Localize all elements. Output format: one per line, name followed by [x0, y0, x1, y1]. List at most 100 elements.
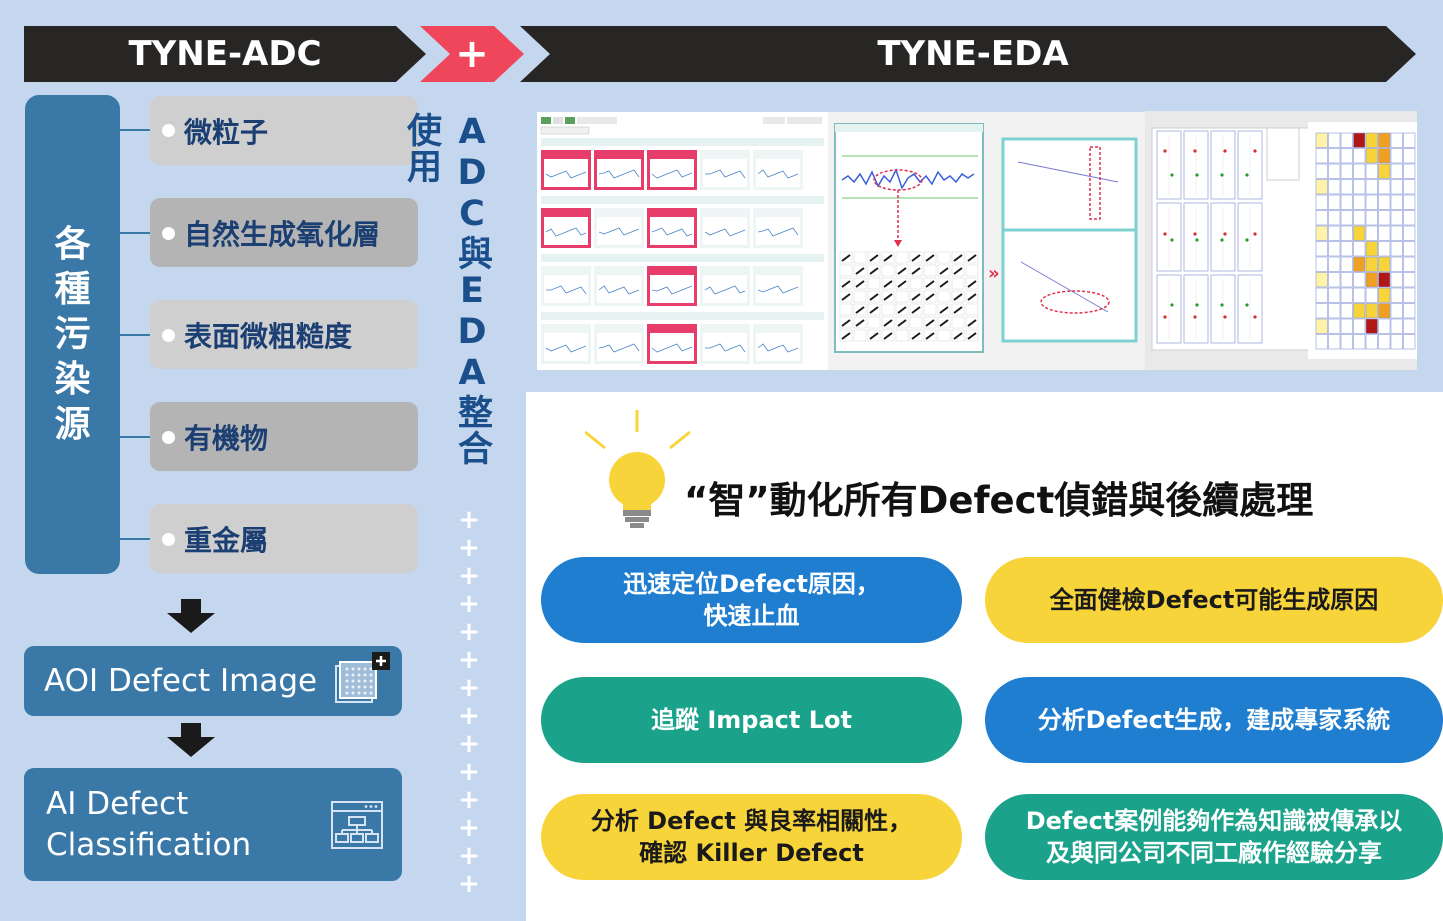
tyne-eda-banner: TYNE-EDA: [520, 26, 1416, 82]
heatmap-cell: [1378, 210, 1391, 226]
plus-column: ++++++++++++++: [452, 506, 486, 898]
wafer-defect-point: [1253, 315, 1257, 319]
heatmap-cell: [1315, 287, 1328, 303]
mini-scatter-trend: [883, 293, 893, 301]
mini-scatter-trend: [925, 293, 935, 301]
heatmap-cell: [1328, 210, 1341, 226]
heatmap-cell: [1365, 334, 1378, 350]
connector-line: [120, 538, 168, 540]
mini-chart-area: [544, 159, 588, 187]
plus-mark: +: [458, 533, 480, 563]
heatmap-cell: [1390, 256, 1403, 272]
benefit-pill: Defect案例能夠作為知識被傳承以 及與同公司不同工廠作經驗分享: [985, 794, 1443, 880]
heatmap-cell: [1315, 241, 1328, 257]
wafer-defect-point: [1223, 315, 1227, 319]
mini-chart-line: [545, 170, 587, 179]
connector-line: [120, 334, 168, 336]
source-label: 有機物: [184, 421, 269, 455]
heatmap-cell: [1390, 334, 1403, 350]
mini-scatter-trend: [897, 319, 907, 327]
heatmap-cell: [1315, 210, 1328, 226]
heatmap-cell: [1328, 303, 1341, 319]
source-label: 重金屬: [184, 523, 269, 557]
mini-scatter-cell: [839, 264, 853, 277]
plus-mark: +: [458, 869, 480, 899]
mini-scatter-trend: [855, 267, 865, 275]
heatmap-cell: [1403, 225, 1416, 241]
heatmap-cell: [1353, 132, 1366, 148]
heatmap-cell: [1340, 179, 1353, 195]
heatmap-cell: [1340, 148, 1353, 164]
wafer-image-icon: [335, 652, 390, 703]
plus-mark: +: [458, 589, 480, 619]
heatmap-cell: [1353, 163, 1366, 179]
wafer-defect-point: [1220, 173, 1224, 177]
tyne-eda-title: TYNE-EDA: [877, 34, 1069, 74]
mini-scatter-trend: [869, 306, 879, 314]
mini-chart-line: [705, 343, 746, 353]
source-label: 微粒子: [184, 115, 269, 149]
heatmap-cell: [1340, 334, 1353, 350]
heatmap-cell: [1365, 287, 1378, 303]
mini-chart-line: [704, 228, 746, 237]
svg-text:»: »: [988, 263, 1000, 284]
ai-defect-classification-box: AI Defect Classification: [24, 768, 402, 881]
mini-chart-line: [545, 344, 587, 353]
heatmap-cell: [1328, 334, 1341, 350]
plus-mark: +: [458, 673, 480, 703]
heatmap-cell: [1328, 179, 1341, 195]
source-heavy-metals: 重金屬: [150, 504, 418, 573]
benefit-pill: 追蹤 Impact Lot: [541, 677, 962, 763]
mini-chart-area: [650, 275, 694, 303]
connector-dot: [162, 431, 175, 444]
mini-scatter-trend: [911, 306, 921, 314]
heatmap-cell: [1365, 132, 1378, 148]
mini-scatter-cell: [895, 329, 909, 342]
mini-scatter-trend: [841, 319, 851, 327]
mini-scatter-cell: [853, 251, 867, 264]
heatmap-cell: [1315, 334, 1328, 350]
mini-scatter-trend: [953, 254, 963, 262]
wafer-defect-point: [1193, 149, 1197, 153]
heatmap-cell: [1378, 148, 1391, 164]
heatmap-cell: [1353, 303, 1366, 319]
heatmap-cell: [1403, 318, 1416, 334]
source-native-oxide: 自然生成氧化層: [150, 198, 418, 267]
plus-sign: +: [455, 31, 489, 77]
wafer-defect-point: [1245, 303, 1249, 307]
eda-screenshot-chart-grid: [537, 112, 828, 370]
mini-scatter-cell: [881, 264, 895, 277]
mini-chart-area: [544, 333, 588, 361]
heatmap-cell: [1315, 272, 1328, 288]
heatmap-cell: [1390, 303, 1403, 319]
mini-scatter-trend: [855, 319, 865, 327]
heatmap-cell: [1403, 303, 1416, 319]
mini-scatter-cell: [909, 277, 923, 290]
wafer-defect-point: [1245, 173, 1249, 177]
mini-chart-line: [651, 343, 693, 353]
tyne-adc-title: TYNE-ADC: [128, 34, 322, 74]
heatmap-cell: [1328, 272, 1341, 288]
heatmap-cell: [1315, 194, 1328, 210]
benefit-pill: 分析Defect生成，建成專家系統: [985, 677, 1443, 763]
source-organics: 有機物: [150, 402, 418, 471]
heatmap-cell: [1403, 287, 1416, 303]
heatmap-cell: [1328, 132, 1341, 148]
mini-scatter-trend: [939, 306, 949, 314]
heatmap-cell: [1328, 241, 1341, 257]
heatmap-cell: [1365, 148, 1378, 164]
mini-chart-line: [651, 169, 693, 179]
ai-defect-classification-label: AI Defect Classification: [46, 786, 252, 863]
wafer-defect-point: [1220, 303, 1224, 307]
heatmap-cell: [1315, 318, 1328, 334]
mini-scatter-trend: [841, 254, 851, 262]
mini-scatter-cell: [965, 303, 979, 316]
wafer-defect-point: [1245, 238, 1249, 242]
wafer-defect-point: [1170, 238, 1174, 242]
heatmap-cell: [1378, 334, 1391, 350]
heatmap-cell: [1378, 163, 1391, 179]
heatmap-thumbnail: [1145, 111, 1418, 370]
heatmap-cell: [1353, 210, 1366, 226]
row-header: [541, 196, 824, 204]
plus-mark: +: [458, 813, 480, 843]
